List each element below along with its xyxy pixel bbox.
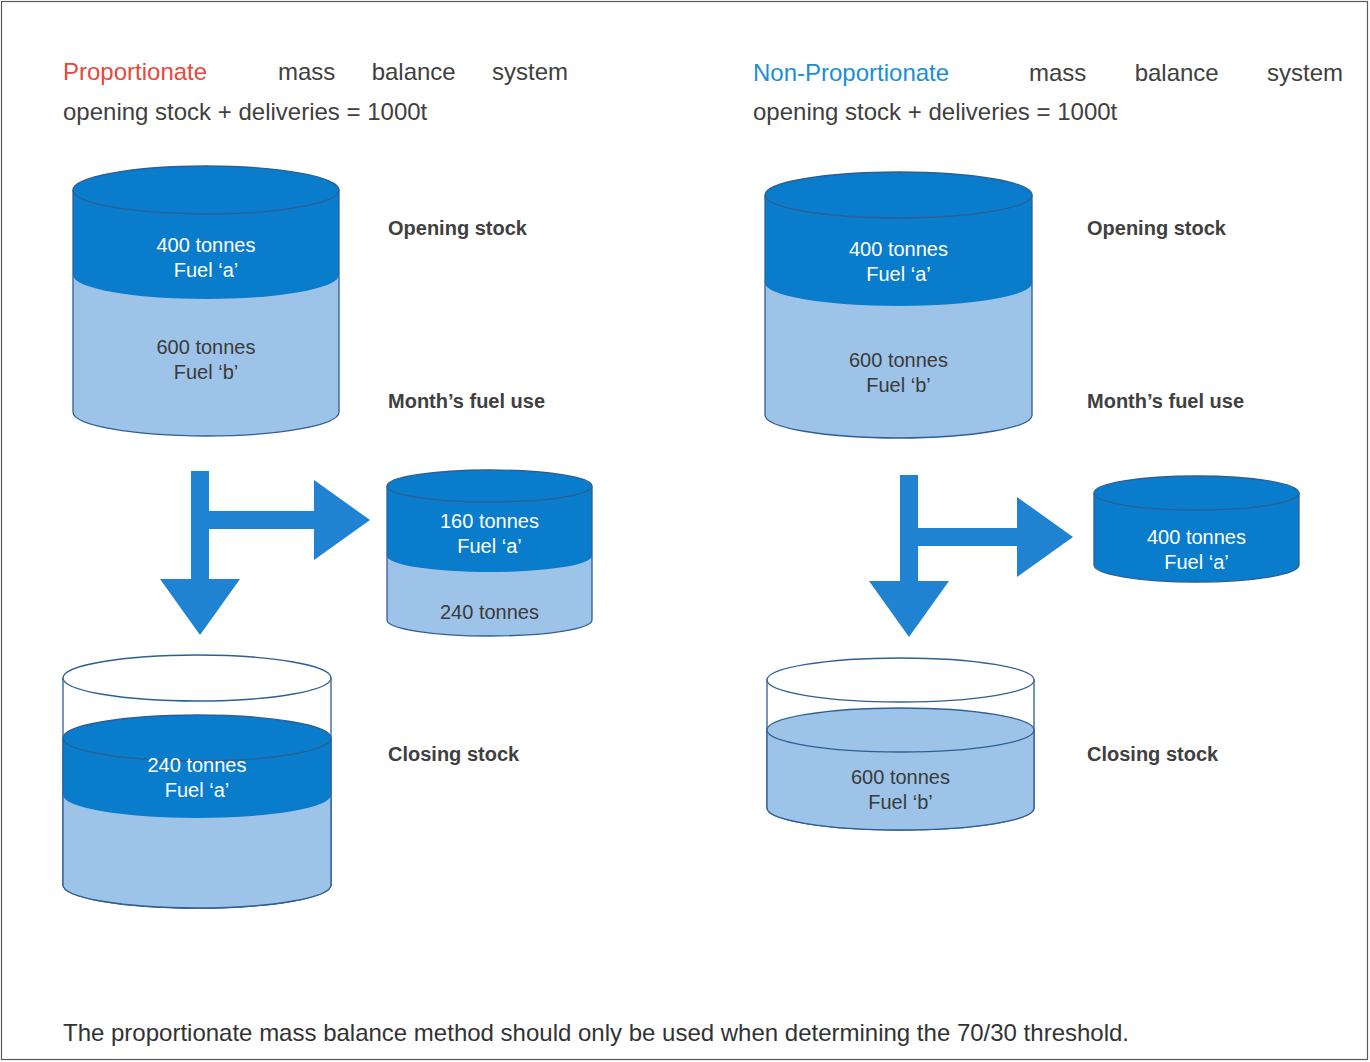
tonnage-text: 240 tonnes	[425, 600, 555, 625]
side-label: Opening stock	[1087, 216, 1226, 240]
tank-rim	[767, 658, 1034, 702]
tonnage-text: 600 tonnes Fuel ‘b’	[141, 335, 271, 385]
tank-outline	[765, 195, 1032, 438]
tank-outline	[387, 486, 592, 636]
cylinder-shape	[764, 172, 1033, 440]
side-label: Opening stock	[388, 216, 527, 240]
fuel-surface	[1094, 476, 1299, 510]
flow-arrow	[200, 471, 314, 520]
fuel-cylinder: 400 tonnes Fuel ‘a’ 600 tonnes Fuel ‘b’	[764, 172, 1033, 440]
fuel-cylinder: 600 tonnes Fuel ‘b’	[766, 658, 1035, 832]
tank-rim	[63, 655, 331, 701]
tonnage-text: 240 tonnes Fuel ‘a’	[132, 753, 262, 803]
heading-text: mass balance system	[278, 58, 568, 87]
tonnage-text: 400 tonnes Fuel ‘a’	[141, 233, 271, 283]
flow-arrow	[900, 475, 918, 581]
tonnage-text: 400 tonnes Fuel ‘a’	[1132, 525, 1262, 575]
caption-text: The proportionate mass balance method sh…	[63, 1019, 1129, 1048]
tank-outline	[73, 190, 339, 436]
side-label: Month’s fuel use	[1087, 389, 1244, 413]
fuel-cylinder: 400 tonnes Fuel ‘a’	[1093, 476, 1300, 584]
flow-arrow	[191, 471, 209, 579]
heading-text: Proportionate	[63, 58, 207, 87]
tonnage-text: 160 tonnes Fuel ‘a’	[425, 509, 555, 559]
fuel-cylinder: 240 tonnes Fuel ‘a’	[62, 655, 332, 910]
heading-text: opening stock + deliveries = 1000t	[753, 98, 1117, 127]
heading-text: opening stock + deliveries = 1000t	[63, 98, 427, 127]
fuel-band	[73, 275, 339, 436]
fuel-cylinder: 160 tonnes Fuel ‘a’ 240 tonnes	[386, 470, 593, 638]
heading-text: Non-Proportionate	[753, 59, 949, 88]
cylinder-shape	[72, 166, 340, 438]
fuel-cylinder: 400 tonnes Fuel ‘a’ 600 tonnes Fuel ‘b’	[72, 166, 340, 438]
side-label: Month’s fuel use	[388, 389, 545, 413]
fuel-surface	[73, 166, 339, 214]
fuel-surface	[387, 470, 592, 502]
flow-arrow	[909, 475, 1017, 537]
side-label: Closing stock	[388, 742, 519, 766]
heading-text: mass balance system	[1029, 59, 1343, 88]
tonnage-text: 600 tonnes Fuel ‘b’	[834, 348, 964, 398]
fuel-band	[765, 283, 1032, 438]
side-label: Closing stock	[1087, 742, 1218, 766]
tonnage-text: 400 tonnes Fuel ‘a’	[834, 237, 964, 287]
fuel-surface	[767, 708, 1034, 752]
empty-tank	[63, 678, 331, 908]
tonnage-text: 600 tonnes Fuel ‘b’	[836, 765, 966, 815]
tank-outline	[63, 738, 331, 908]
fuel-surface	[765, 172, 1032, 218]
